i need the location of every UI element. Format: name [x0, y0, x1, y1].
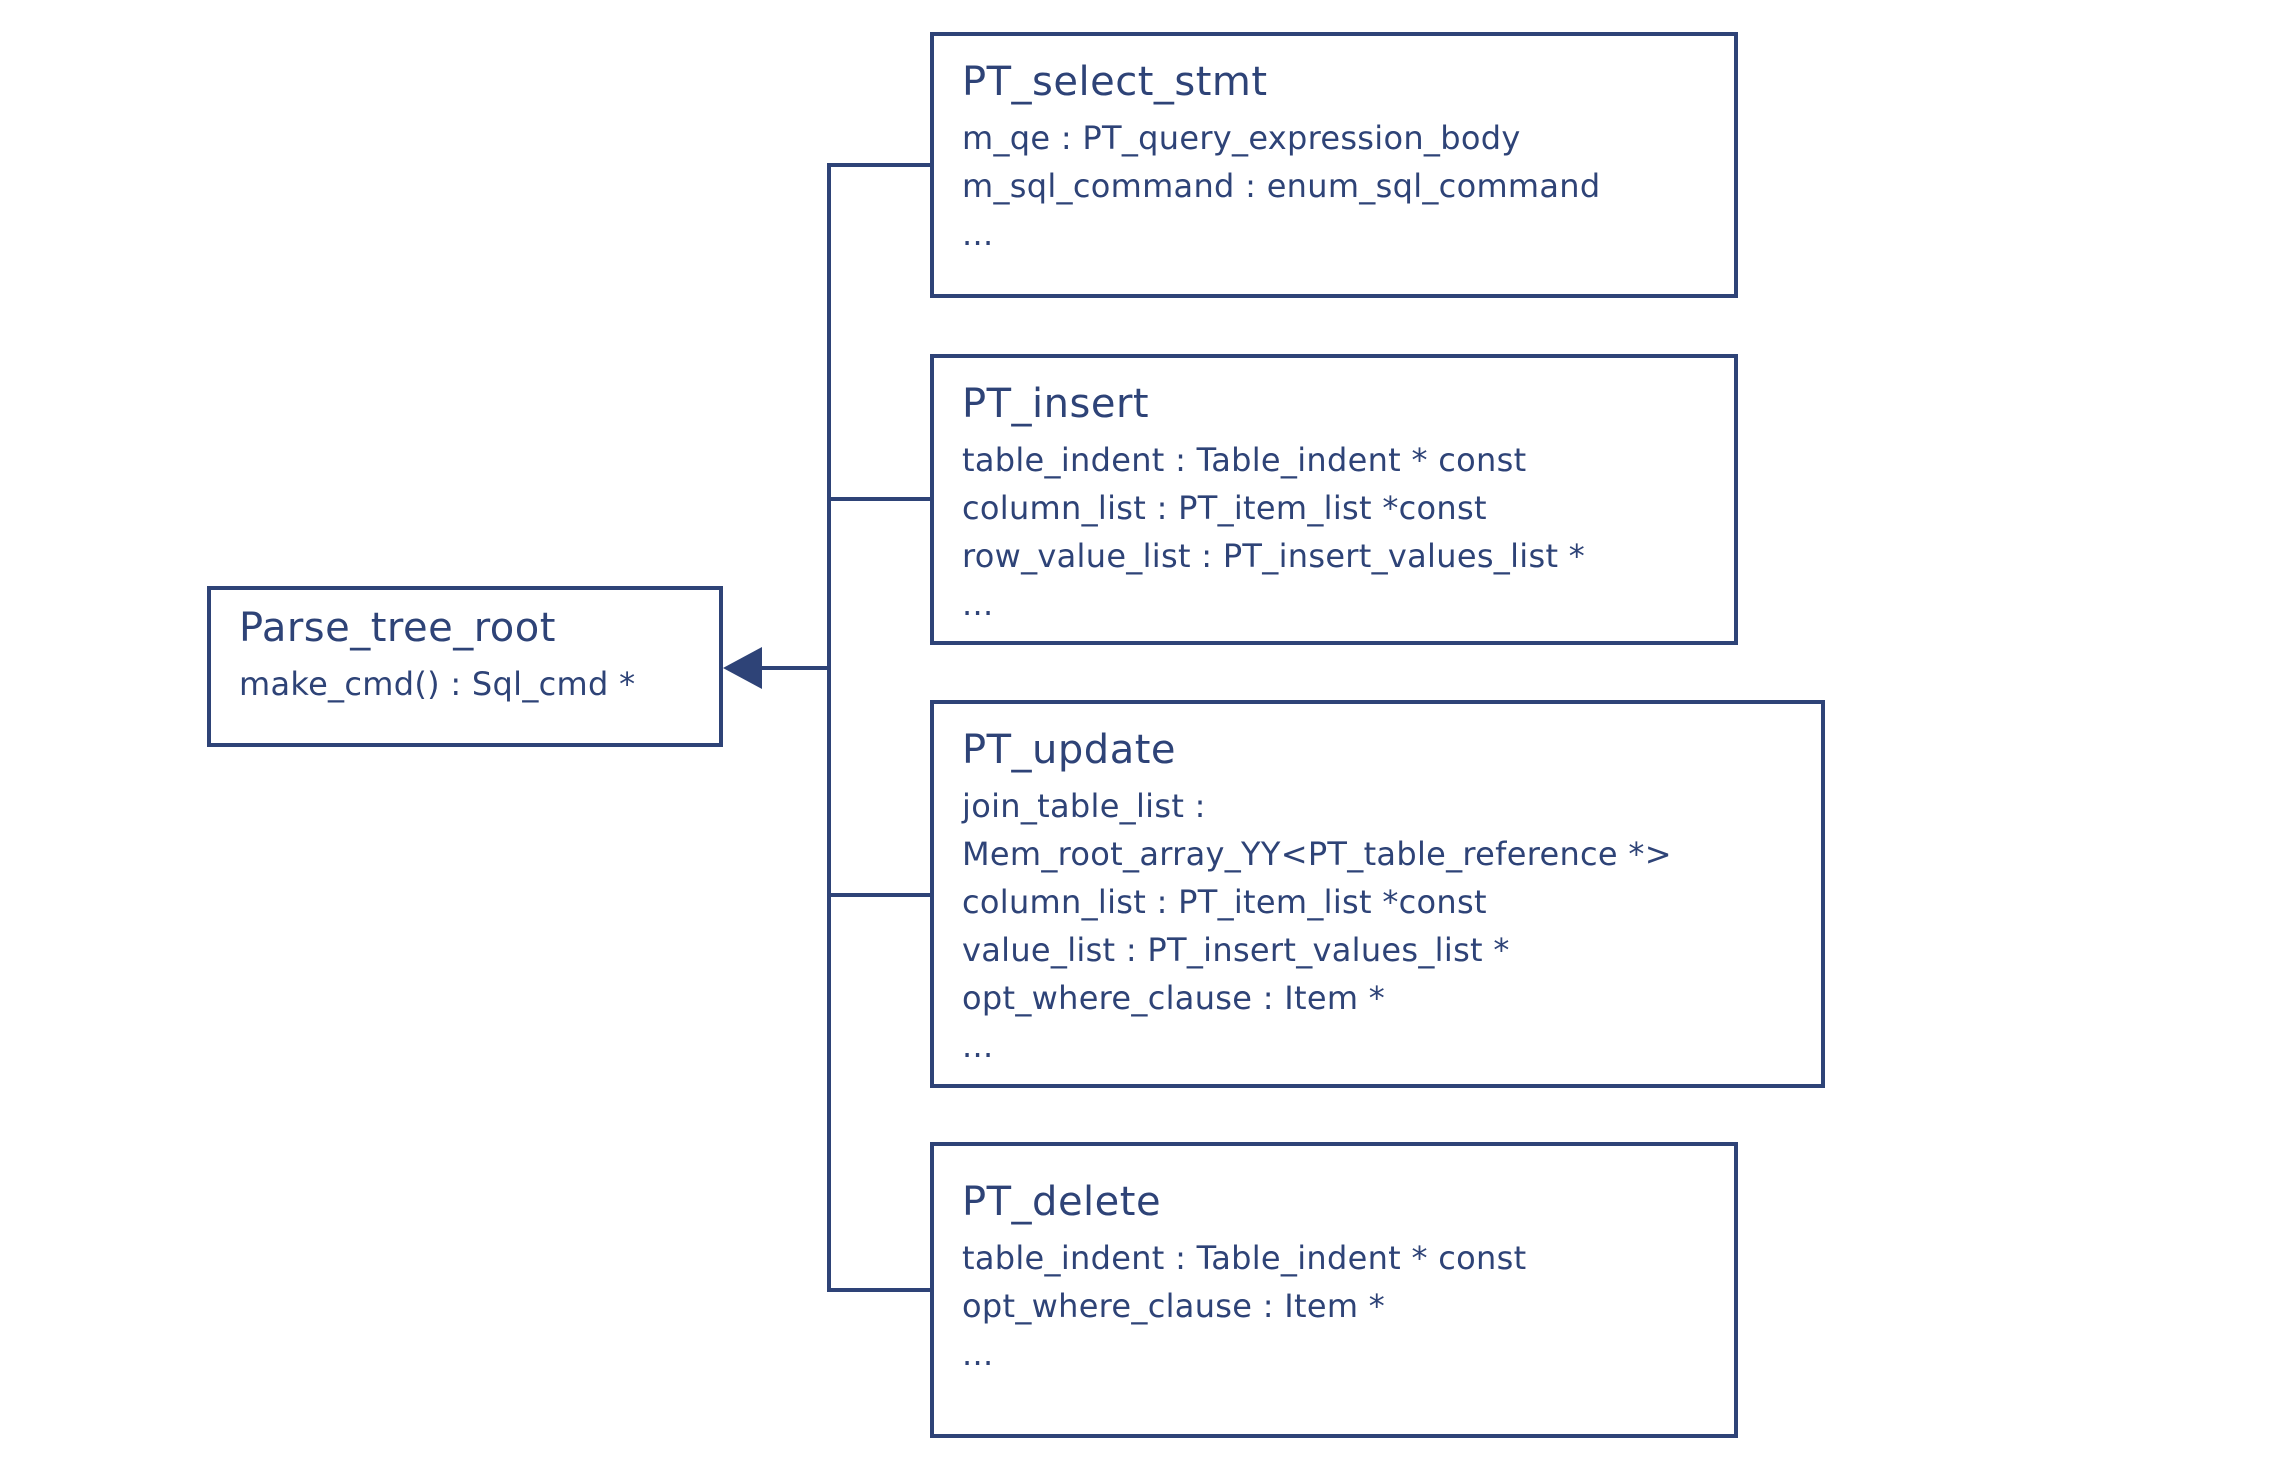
class-member: ...	[962, 1027, 994, 1065]
class-member: ...	[962, 585, 994, 623]
class-member: opt_where_clause : Item *	[962, 979, 1386, 1017]
class-member: Mem_root_array_YY<PT_table_reference *>	[962, 835, 1672, 873]
class-member: ...	[962, 1335, 994, 1373]
class-member: m_sql_command : enum_sql_command	[962, 167, 1601, 205]
connector-pt-select-stmt	[827, 163, 930, 167]
class-member: column_list : PT_item_list *const	[962, 489, 1487, 527]
class-box-pt-insert: PT_insert table_indent : Table_indent * …	[930, 354, 1738, 645]
class-member: make_cmd() : Sql_cmd *	[239, 665, 636, 703]
class-member: m_qe : PT_query_expression_body	[962, 119, 1521, 157]
class-member: table_indent : Table_indent * const	[962, 1239, 1527, 1277]
class-member: column_list : PT_item_list *const	[962, 883, 1487, 921]
class-title: PT_update	[962, 727, 1176, 773]
class-box-pt-update: PT_update join_table_list : Mem_root_arr…	[930, 700, 1825, 1088]
inheritance-arrowhead-icon	[723, 647, 762, 689]
class-title: PT_insert	[962, 381, 1150, 427]
class-title: PT_select_stmt	[962, 59, 1268, 105]
class-box-pt-select-stmt: PT_select_stmt m_qe : PT_query_expressio…	[930, 32, 1738, 298]
connector-pt-update	[827, 893, 930, 897]
class-member: opt_where_clause : Item *	[962, 1287, 1386, 1325]
class-member: value_list : PT_insert_values_list *	[962, 931, 1510, 969]
class-member: ...	[962, 215, 994, 253]
class-title: Parse_tree_root	[239, 605, 556, 651]
connector-pt-insert	[827, 497, 930, 501]
class-member: join_table_list :	[962, 787, 1206, 825]
class-title: PT_delete	[962, 1179, 1162, 1225]
inheritance-trunk-line	[827, 163, 831, 1292]
connector-pt-delete	[827, 1288, 930, 1292]
class-member: row_value_list : PT_insert_values_list *	[962, 537, 1586, 575]
class-box-parse-tree-root: Parse_tree_root make_cmd() : Sql_cmd *	[207, 586, 723, 747]
class-box-pt-delete: PT_delete table_indent : Table_indent * …	[930, 1142, 1738, 1438]
inheritance-arrow-shaft	[758, 666, 831, 670]
class-member: table_indent : Table_indent * const	[962, 441, 1527, 479]
